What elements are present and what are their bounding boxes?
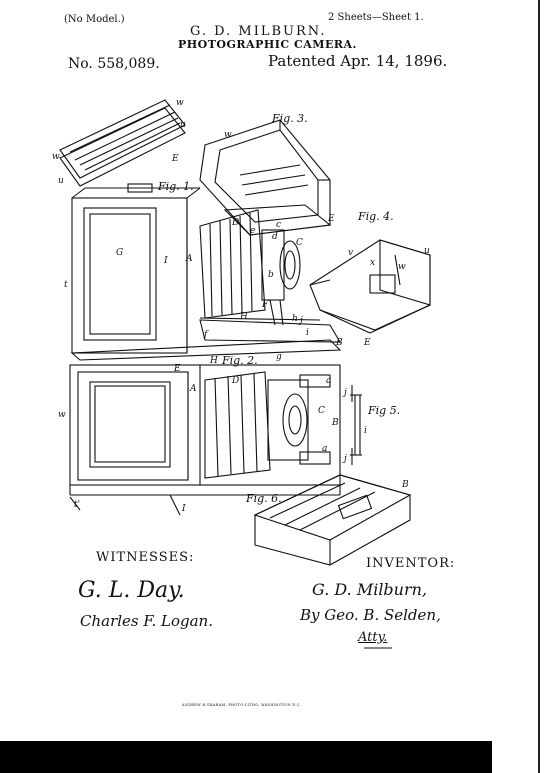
- scan-border-right: [538, 0, 540, 773]
- ref-i: i: [306, 328, 309, 338]
- ref-I-fig2: I: [182, 504, 186, 514]
- fig1-label: Fig. 1.: [158, 180, 194, 193]
- attorney-abbrev: Atty.: [358, 630, 388, 645]
- ref-B-fig6: B: [402, 480, 409, 490]
- ref-i-fig5: i: [364, 426, 367, 436]
- ref-d: d: [272, 232, 278, 242]
- fig2-label: Fig. 2.: [222, 354, 258, 367]
- ref-x: x: [370, 258, 376, 268]
- ref-u-left: u: [58, 176, 64, 186]
- ref-j-fig5-top: j: [344, 388, 347, 398]
- patent-title: PHOTOGRAPHIC CAMERA.: [178, 38, 357, 51]
- inventor-signature: G. D. Milburn,: [312, 580, 428, 599]
- ref-H: H: [240, 312, 248, 322]
- ref-g: g: [276, 352, 282, 362]
- ref-I: I: [164, 256, 168, 266]
- ref-G: G: [116, 248, 124, 258]
- fig6-label: Fig. 6.: [246, 492, 282, 505]
- fig3-slide-drawing: [59, 99, 186, 187]
- ref-F: F: [262, 300, 269, 310]
- sheet-count: 2 Sheets—Sheet 1.: [328, 12, 424, 23]
- ref-w-fig2: w: [58, 410, 66, 420]
- ref-D-fig2: D: [232, 376, 240, 386]
- printer-imprint: ANDREW B.GRAHAM, PHOTO-LITHO, WASHINGTON…: [182, 703, 302, 707]
- ref-C-fig2: C: [318, 406, 325, 416]
- patent-number: No. 558,089.: [68, 56, 160, 72]
- ref-a-top: a: [326, 376, 332, 386]
- witness-signature-2: Charles F. Logan.: [80, 612, 213, 630]
- ref-C: C: [296, 238, 303, 248]
- patent-date: Patented Apr. 14, 1896.: [268, 52, 448, 70]
- ref-E-fig3: E: [172, 154, 179, 164]
- ref-A: A: [186, 254, 193, 264]
- ref-B-fig2: B: [332, 418, 339, 428]
- ref-h: h: [292, 314, 298, 324]
- ref-t: t: [64, 280, 68, 290]
- witnesses-label: WITNESSES:: [96, 550, 195, 565]
- fig2-drawing: [69, 364, 341, 516]
- ref-e: e: [250, 226, 256, 236]
- fig5-drawing: [350, 385, 362, 465]
- ref-b: b: [268, 270, 274, 280]
- ref-u-fig4: u: [424, 246, 430, 256]
- fig4-label: Fig. 4.: [358, 210, 394, 223]
- witness-signature-1: G. L. Day.: [78, 578, 185, 603]
- ref-t-prime: t': [74, 500, 81, 510]
- ref-D: D: [232, 218, 240, 228]
- ref-w: w: [176, 98, 184, 108]
- ref-w-fig4: w: [398, 262, 406, 272]
- ref-j-fig5-bottom: j: [344, 454, 347, 464]
- ref-f: f: [204, 330, 208, 340]
- scan-border-bottom: [0, 741, 492, 773]
- ref-w-fig3: w: [224, 130, 232, 140]
- ref-E-fig2: E: [174, 364, 181, 374]
- ref-a-bottom: a: [322, 444, 328, 454]
- fig4-drawing: [309, 239, 431, 334]
- inventor-name: G. D. MILBURN.: [190, 24, 327, 39]
- ref-v: v: [348, 248, 354, 258]
- ref-u: u: [180, 120, 186, 130]
- ref-E-fig3b: E: [328, 214, 335, 224]
- attorney-signature: By Geo. B. Selden,: [300, 606, 441, 624]
- fig3-frame-drawing: [199, 119, 332, 236]
- ref-B: B: [336, 338, 343, 348]
- ref-c: c: [276, 220, 282, 230]
- fig1-camera-drawing: [70, 183, 342, 361]
- ref-j: j: [300, 316, 303, 326]
- fig5-label: Fig 5.: [368, 404, 401, 417]
- ref-H-fig2: H: [210, 356, 218, 366]
- ref-A-fig2: A: [190, 384, 197, 394]
- fig6-drawing: [253, 474, 412, 566]
- ref-E-fig4: E: [364, 338, 371, 348]
- fig3-label: Fig. 3.: [272, 112, 308, 125]
- inventor-label: INVENTOR:: [366, 556, 456, 571]
- ref-w-left: w: [52, 152, 60, 162]
- no-model-note: (No Model.): [64, 14, 125, 25]
